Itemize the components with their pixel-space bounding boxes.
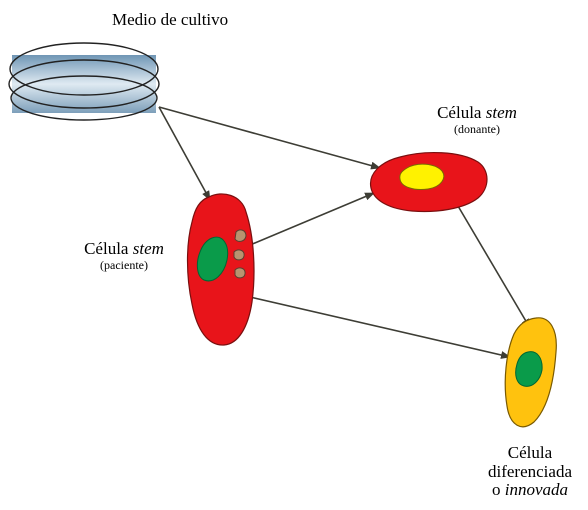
patient-cell-organelle-1 <box>235 230 246 241</box>
culture-medium-label: Medio de cultivo <box>112 11 228 30</box>
differentiated-cell <box>505 318 556 427</box>
differentiated-line-2: diferenciada <box>474 463 586 482</box>
dish-base <box>12 55 156 113</box>
patient-cell-word: Célula <box>84 239 128 258</box>
arrow-medium-to-patient <box>159 107 210 200</box>
arrow-patient-to-differentiated <box>250 297 510 357</box>
donor-cell-note: (donante) <box>415 123 539 136</box>
patient-cell-italic: stem <box>133 239 164 258</box>
donor-cell-nucleus <box>400 164 444 189</box>
donor-cell-label: Célula stem (donante) <box>415 104 539 136</box>
patient-cell-label: Célula stem (paciente) <box>62 240 186 272</box>
donor-cell-word: Célula <box>437 103 481 122</box>
culture-dish <box>9 43 159 120</box>
patient-cell-organelle-3 <box>235 268 245 278</box>
differentiated-cell-label: Célula diferenciada o innovada <box>474 444 586 500</box>
donor-cell-title: Célula stem <box>415 104 539 123</box>
arrow-patient-to-donor <box>250 193 374 245</box>
patient-cell-title: Célula stem <box>62 240 186 259</box>
arrow-medium-to-donor <box>159 107 380 168</box>
patient-stem-cell <box>188 194 255 345</box>
differentiated-line-3-prefix: o <box>492 480 501 499</box>
donor-cell-italic: stem <box>486 103 517 122</box>
patient-cell-note: (paciente) <box>62 259 186 272</box>
patient-cell-organelle-2 <box>234 250 244 260</box>
differentiated-line-1: Célula <box>474 444 586 463</box>
donor-stem-cell <box>371 153 487 212</box>
arrow-donor-to-differentiated <box>458 206 530 328</box>
differentiated-line-3: o innovada <box>474 481 586 500</box>
differentiated-line-3-italic: innovada <box>505 480 568 499</box>
